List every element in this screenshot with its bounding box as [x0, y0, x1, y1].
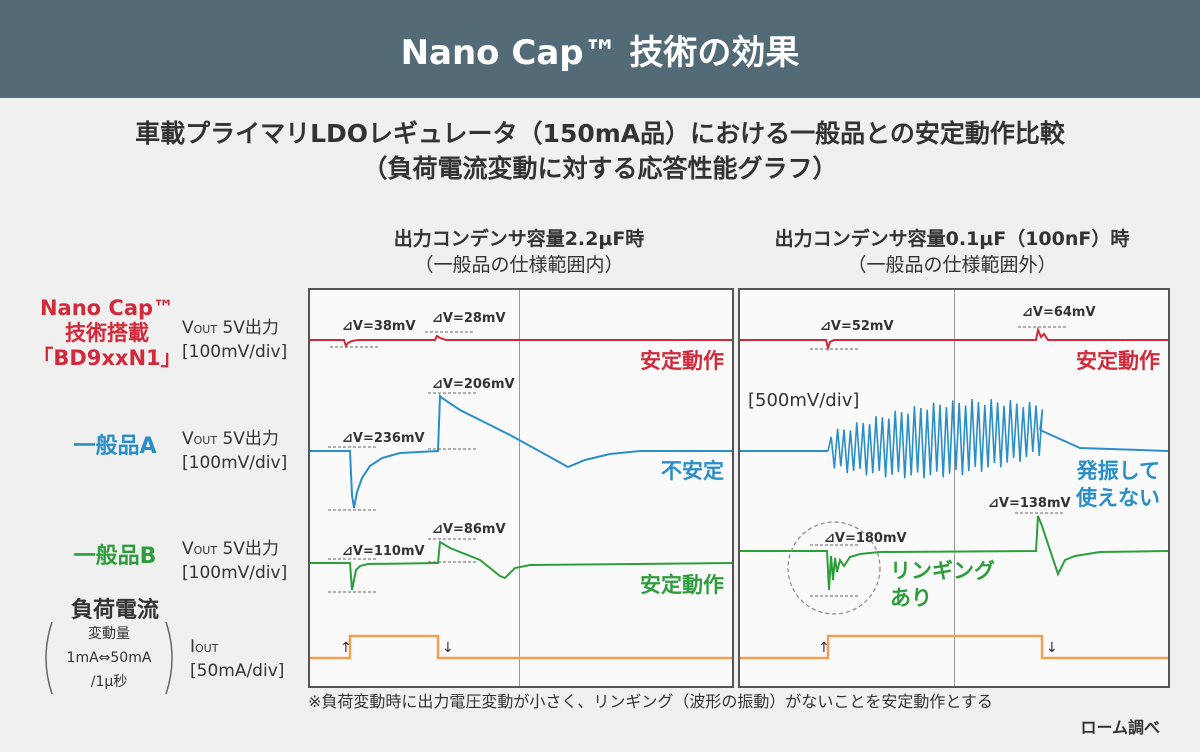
- status-osc-line2: 使えない: [1076, 486, 1160, 510]
- wave-right-genB: [740, 515, 1168, 591]
- panel-left-waveforms: ↑ ↓ ⊿V=38mV ⊿V=28mV ⊿V=236mV ⊿V=206mV ⊿V…: [310, 311, 732, 660]
- row-label-genA: 一般品A: [73, 434, 157, 459]
- anno-right-nc-2: ⊿V=64mV: [1022, 305, 1096, 320]
- status-right-genB: リンギング あり: [890, 558, 995, 612]
- status-right-nanocap: 安定動作: [1076, 349, 1160, 373]
- anno-right-b-1: ⊿V=180mV: [824, 531, 907, 546]
- chart-subtitle: 車載プライマリLDOレギュレータ（150mA品）における一般品との安定動作比較 …: [0, 116, 1200, 186]
- status-left-nanocap: 安定動作: [640, 349, 724, 373]
- wave-left-nanocap: [310, 334, 732, 349]
- axis-genA-sub: OUT: [193, 434, 218, 447]
- wave-right-genA-osc: [827, 399, 1044, 479]
- status-ring-line2: あり: [890, 586, 932, 610]
- axis-genB-main: V: [182, 539, 194, 559]
- row-label-load: 負荷電流: [70, 598, 159, 623]
- panel-right-sub: （一般品の仕様範囲外）: [847, 254, 1057, 276]
- arrow-left-down: ↓: [442, 640, 454, 656]
- axis-genA-scale: [100mV/div]: [182, 453, 288, 473]
- wave-left-load: [310, 634, 732, 660]
- axis-load-scale: [50mA/div]: [190, 661, 285, 681]
- status-right-genA: 発振して 使えない: [1076, 458, 1160, 512]
- panel-left: ↑ ↓ ⊿V=38mV ⊿V=28mV ⊿V=236mV ⊿V=206mV ⊿V…: [308, 288, 734, 688]
- axis-genA-main: V: [182, 429, 194, 449]
- subtitle-line2: （負荷電流変動に対する応答性能グラフ）: [362, 154, 838, 183]
- panel-title-left: 出力コンデンサ容量2.2μF時 （一般品の仕様範囲内）: [308, 226, 730, 278]
- axis-nanocap-main: V: [182, 318, 194, 338]
- anno-left-a-1: ⊿V=236mV: [342, 431, 425, 446]
- axis-genB-rest: 5V出力: [217, 539, 279, 559]
- load-detail-2: 1mA⇔50mA: [66, 650, 152, 666]
- axis-load-main: I: [190, 637, 196, 657]
- footnote: ※負荷変動時に出力電圧変動が小さく、リンギング（波形の振動）がないことを安定動作…: [308, 692, 993, 711]
- row-label-genB: 一般品B: [73, 544, 157, 569]
- nanocap-line2: 技術搭載: [65, 321, 149, 345]
- anno-right-nc-1: ⊿V=52mV: [820, 319, 894, 334]
- panel-left-sub: （一般品の仕様範囲内）: [414, 254, 624, 276]
- wave-left-genB: [310, 540, 732, 591]
- anno-left-b-1: ⊿V=110mV: [342, 544, 425, 559]
- axis-label-nanocap: VOUT 5V出力 [100mV/div]: [182, 317, 287, 363]
- panel-title-right: 出力コンデンサ容量0.1μF（100nF）時 （一般品の仕様範囲外）: [738, 226, 1166, 278]
- anno-left-a-2: ⊿V=206mV: [432, 377, 515, 392]
- axis-genA-rest: 5V出力: [217, 429, 279, 449]
- panel-left-title: 出力コンデンサ容量2.2μF時: [393, 228, 645, 250]
- scale-500mv: [500mV/div]: [748, 390, 860, 411]
- axis-nanocap-sub: OUT: [193, 323, 218, 336]
- load-detail-1: 変動量: [88, 626, 130, 642]
- panel-left-divider: [519, 290, 520, 686]
- panel-right-waveforms: ↑ ↓ ⊿V=52mV ⊿V=64mV ⊿V=180mV ⊿V=138mV: [740, 305, 1168, 660]
- anno-right-b-2: ⊿V=138mV: [988, 496, 1071, 511]
- axis-genB-scale: [100mV/div]: [182, 563, 288, 583]
- anno-left-b-2: ⊿V=86mV: [432, 522, 506, 537]
- nanocap-line1: Nano Cap™: [39, 296, 175, 320]
- axis-genB-sub: OUT: [193, 544, 218, 557]
- nanocap-line3: 「BD9xxN1」: [32, 346, 182, 370]
- ringing-highlight-circle: [787, 521, 881, 615]
- load-detail-brackets: [45, 621, 173, 695]
- status-left-genB: 安定動作: [640, 573, 724, 597]
- wave-right-nanocap: [740, 326, 1168, 352]
- page-banner: Nano Cap™ 技術の効果: [0, 0, 1200, 98]
- wave-left-genA: [310, 393, 732, 509]
- axis-label-genA: VOUT 5V出力 [100mV/div]: [182, 428, 287, 474]
- arrow-right-up: ↑: [818, 640, 830, 656]
- load-detail-3: /1μ秒: [90, 674, 128, 690]
- load-detail: 変動量 1mA⇔50mA /1μ秒: [38, 620, 180, 696]
- anno-left-nc-1: ⊿V=38mV: [342, 319, 416, 334]
- subtitle-line1: 車載プライマリLDOレギュレータ（150mA品）における一般品との安定動作比較: [135, 119, 1065, 148]
- wave-right-load: [740, 634, 1168, 660]
- axis-nanocap-rest: 5V出力: [217, 318, 279, 338]
- anno-left-nc-2: ⊿V=28mV: [432, 311, 506, 326]
- status-left-genA: 不安定: [661, 459, 724, 483]
- wave-right-genA-base: [740, 429, 1168, 452]
- row-label-nanocap: Nano Cap™ 技術搭載 「BD9xxN1」: [22, 296, 192, 371]
- axis-load-sub: OUT: [195, 642, 219, 655]
- source-credit: ローム調べ: [1080, 718, 1160, 737]
- arrow-left-up: ↑: [340, 640, 352, 656]
- axis-label-genB: VOUT 5V出力 [100mV/div]: [182, 538, 287, 584]
- axis-nanocap-scale: [100mV/div]: [182, 342, 288, 362]
- panel-right: ↑ ↓ ⊿V=52mV ⊿V=64mV ⊿V=180mV ⊿V=138mV 安定…: [738, 288, 1170, 688]
- page-title: Nano Cap™ 技術の効果: [400, 32, 800, 73]
- status-ring-line1: リンギング: [890, 559, 995, 583]
- arrow-right-down: ↓: [1046, 640, 1058, 656]
- status-osc-line1: 発振して: [1076, 459, 1160, 483]
- panel-right-divider: [954, 290, 955, 686]
- axis-label-load: IOUT [50mA/div]: [190, 636, 284, 682]
- panel-right-title: 出力コンデンサ容量0.1μF（100nF）時: [774, 228, 1130, 250]
